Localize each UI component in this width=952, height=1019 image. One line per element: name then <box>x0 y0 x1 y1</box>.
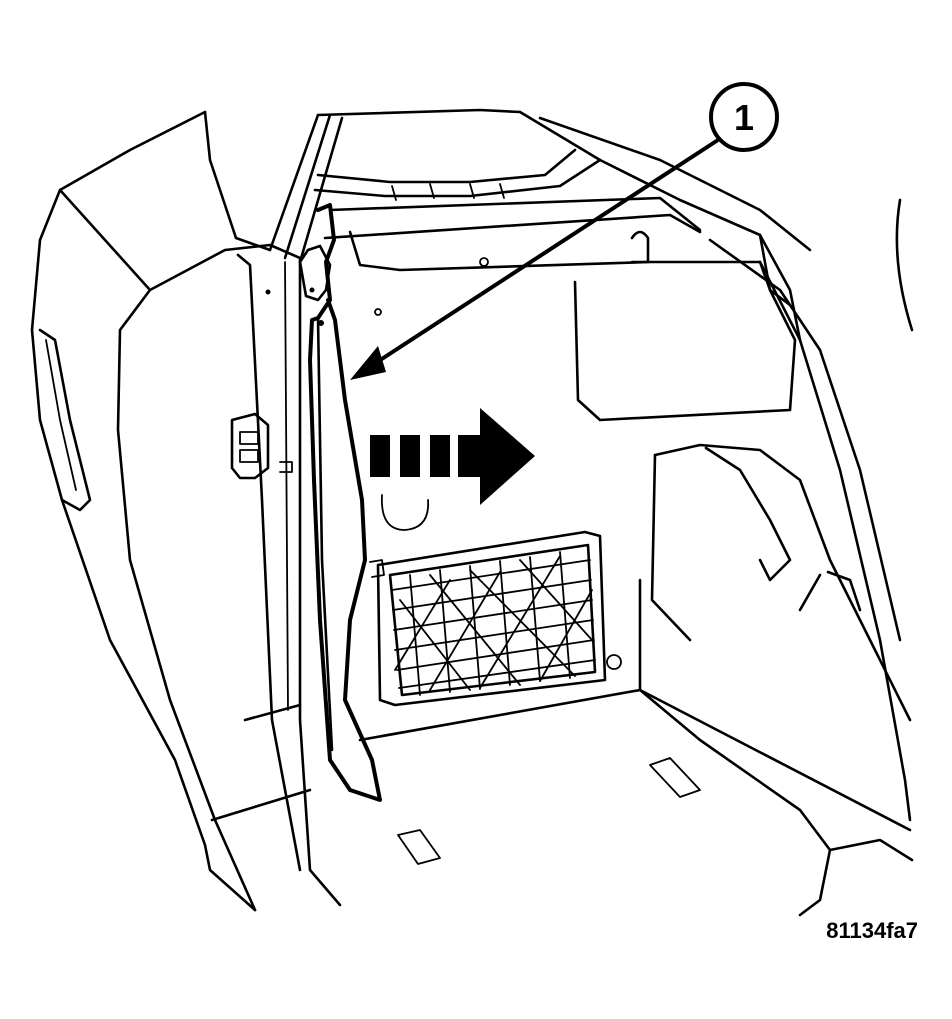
figure-code: 81134fa7 <box>826 918 918 943</box>
rear-pillar-trim-component <box>298 203 429 802</box>
arrow-right-icon <box>370 408 535 505</box>
cargo-floor <box>358 578 914 917</box>
left-body-panel <box>30 110 272 912</box>
callout-1: 1 <box>709 82 779 152</box>
cargo-net-pocket <box>376 530 622 707</box>
rear-upper-panel <box>313 148 762 316</box>
callout-1-number: 1 <box>734 97 754 138</box>
net-mesh <box>391 551 596 696</box>
right-side-trim <box>573 198 914 822</box>
callout-leader-line <box>350 138 720 380</box>
